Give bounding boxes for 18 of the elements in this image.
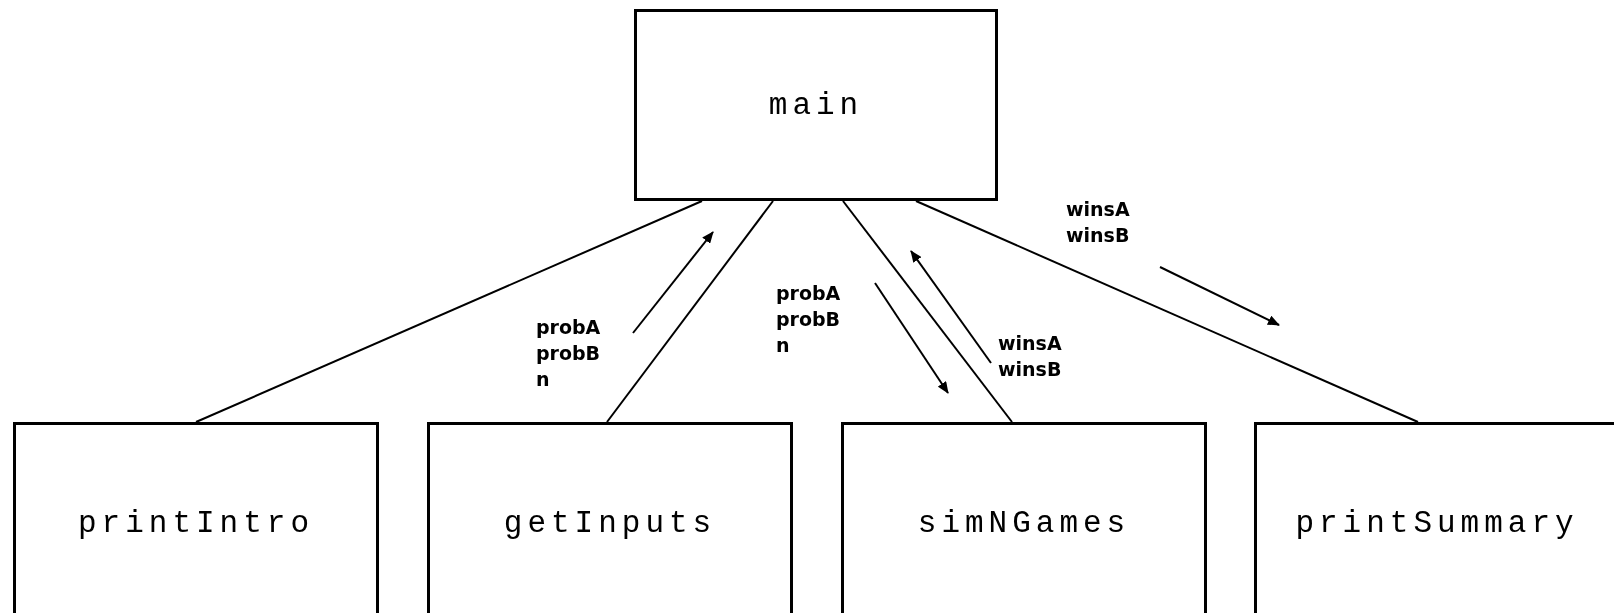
module-name: getInputs [503,506,717,541]
module-box [427,422,793,613]
data-label: probA probB n [776,281,841,358]
module-box [13,422,379,613]
module-name: simNGames [917,506,1131,541]
data-label: probA probB n [536,315,601,392]
data-label: winsA winsB [1066,197,1130,248]
module-name: printSummary [1295,506,1579,541]
connector-line [842,200,1013,423]
connector-line [915,200,1419,423]
connector-line [606,200,774,423]
module-box [841,422,1207,613]
module-box [634,9,998,201]
data-label: winsA winsB [998,331,1062,382]
module-name: printIntro [78,506,314,541]
module-name: main [768,87,864,123]
connector-line [195,200,703,423]
module-box [1254,422,1614,613]
